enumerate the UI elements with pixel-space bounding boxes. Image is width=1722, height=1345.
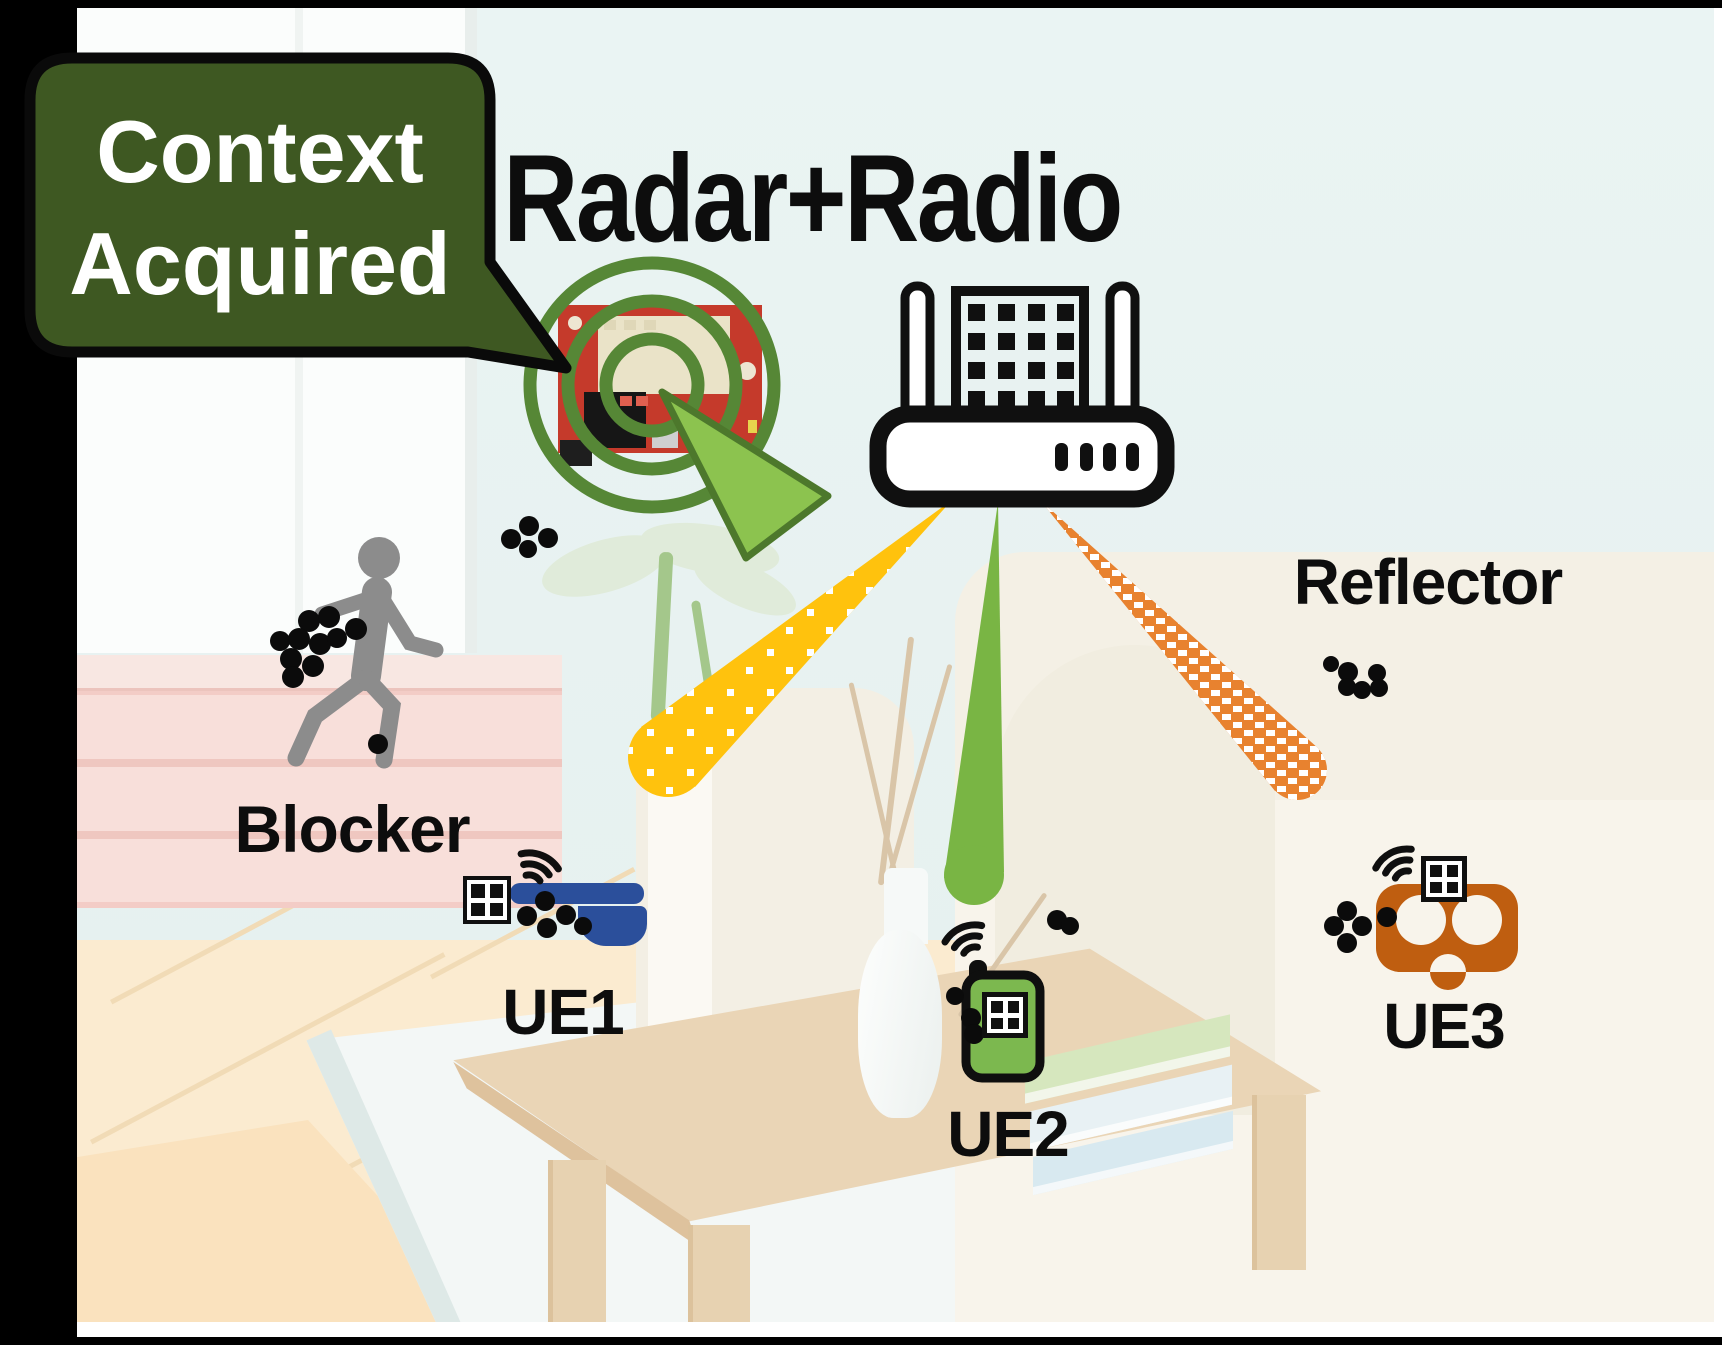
frame-bottom [0,1337,1722,1345]
radar-sweep-wedge-icon [658,388,832,562]
margin-bottom [0,1322,1722,1338]
bubble-line-1: Context [96,102,424,201]
scatter-dots-ue1 [517,891,592,938]
cabinet-drawers [77,695,562,902]
wifi-arcs-ue2-icon [941,921,986,957]
speech-bubble-text: Context Acquired [32,96,488,320]
router-base [869,405,1175,508]
router-icon [869,281,1175,508]
label-ue3: UE3 [1383,990,1505,1062]
label-blocker: Blocker [234,792,470,866]
ue3-array-icon [1421,856,1467,902]
bubble-line-2: Acquired [69,214,451,313]
label-ue2: UE2 [947,1098,1069,1170]
radar-rings-icon [523,256,781,514]
router-leds [1055,443,1139,471]
label-reflector: Reflector [1293,546,1563,618]
frame-top [0,0,1722,8]
ue1-array-icon [463,876,511,924]
margin-right [1714,0,1722,1345]
scatter-dots-reflector [1323,656,1388,699]
beam-green-ue2 [944,502,1004,905]
scatter-dots-ue2 [946,910,1079,1044]
wifi-arcs-ue3-icon [1372,845,1415,882]
router-antenna-left [900,281,935,426]
scatter-dots-ue3 [1324,901,1397,953]
speech-bubble [24,52,572,374]
scatter-dots-radar [501,516,558,558]
table-leg [548,1160,606,1345]
router-antenna-right [1105,281,1140,426]
label-ue1: UE1 [502,976,624,1048]
table-leg [1252,1095,1306,1270]
wifi-arcs-ue1-icon [517,849,562,885]
title-radar-radio: Radar+Radio [503,130,1123,268]
ue3-headset-icon [1376,884,1518,990]
scatter-dots-blocker [270,606,388,754]
router-array-cells [968,304,1074,408]
beam-orange-reflector [1040,500,1327,800]
beam-yellow-ue1 [628,500,952,797]
vase [858,930,942,1118]
ue2-array-icon [982,992,1028,1038]
